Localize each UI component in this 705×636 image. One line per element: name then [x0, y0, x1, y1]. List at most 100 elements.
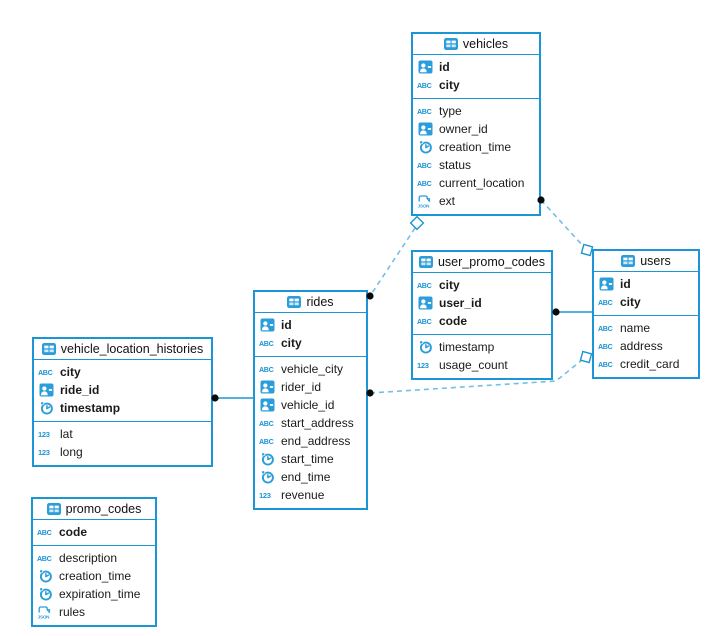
- column-row-long: long: [34, 443, 211, 461]
- column-name: revenue: [281, 488, 325, 502]
- column-name: creation_time: [439, 140, 512, 154]
- relation-dot-endpoint: [552, 308, 560, 316]
- column-name: user_id: [439, 296, 482, 310]
- number-type-icon: [417, 358, 435, 372]
- column-row-id: id: [255, 316, 366, 334]
- uuid-icon: [598, 277, 616, 291]
- string-type-icon: [417, 104, 435, 118]
- table-title: vehicle_location_histories: [60, 342, 204, 356]
- primary-key-section: id city: [255, 313, 366, 357]
- string-type-icon: [38, 365, 56, 379]
- column-name: ext: [439, 194, 456, 208]
- column-name: timestamp: [439, 340, 495, 354]
- table-header: users: [594, 251, 698, 272]
- string-type-icon: [417, 314, 435, 328]
- column-row-start_time: start_time: [255, 450, 366, 468]
- column-name: vehicle_city: [281, 362, 344, 376]
- column-name: credit_card: [620, 357, 680, 371]
- column-row-timestamp: timestamp: [413, 338, 551, 356]
- table-header: user_promo_codes: [413, 252, 551, 273]
- string-type-icon: [259, 362, 277, 376]
- uuid-icon: [417, 296, 435, 310]
- column-name: city: [281, 336, 302, 350]
- column-name: id: [620, 277, 631, 291]
- uuid-icon: [259, 398, 277, 412]
- column-row-creation_time: creation_time: [33, 567, 155, 585]
- timestamp-icon: [259, 470, 277, 484]
- table-icon: [287, 296, 301, 308]
- column-name: vehicle_id: [281, 398, 335, 412]
- column-row-creation_time: creation_time: [413, 138, 539, 156]
- column-name: rules: [59, 605, 86, 619]
- column-row-user_id: user_id: [413, 294, 551, 312]
- table-rides[interactable]: rides id city vehicle_city rider_id vehicle_i…: [253, 290, 368, 510]
- timestamp-icon: [259, 452, 277, 466]
- json-type-icon: [417, 194, 435, 208]
- column-row-name: name: [594, 319, 698, 337]
- relation-vehicles-users: [537, 196, 594, 257]
- column-name: id: [439, 60, 450, 74]
- string-type-icon: [37, 525, 55, 539]
- column-name: city: [439, 78, 460, 92]
- column-name: address: [620, 339, 663, 353]
- primary-key-section: code: [33, 520, 155, 546]
- string-type-icon: [598, 321, 616, 335]
- column-name: creation_time: [59, 569, 132, 583]
- column-row-city: city: [413, 276, 551, 294]
- column-row-ext: ext: [413, 192, 539, 210]
- column-row-city: city: [413, 76, 539, 94]
- uuid-icon: [38, 383, 56, 397]
- column-row-id: id: [594, 275, 698, 293]
- table-icon: [444, 38, 458, 50]
- string-type-icon: [598, 357, 616, 371]
- column-name: city: [620, 295, 641, 309]
- column-name: end_address: [281, 434, 351, 448]
- column-name: timestamp: [60, 401, 121, 415]
- column-row-current_location: current_location: [413, 174, 539, 192]
- uuid-icon: [417, 60, 435, 74]
- column-row-owner_id: owner_id: [413, 120, 539, 138]
- column-name: rider_id: [281, 380, 322, 394]
- timestamp-icon: [37, 587, 55, 601]
- column-row-city: city: [34, 363, 211, 381]
- number-type-icon: [259, 488, 277, 502]
- column-name: end_time: [281, 470, 331, 484]
- uuid-icon: [259, 318, 277, 332]
- column-name: expiration_time: [59, 587, 141, 601]
- string-type-icon: [417, 176, 435, 190]
- string-type-icon: [598, 295, 616, 309]
- table-title: users: [640, 254, 671, 268]
- column-row-code: code: [33, 523, 155, 541]
- table-icon: [47, 503, 61, 515]
- column-name: city: [439, 278, 460, 292]
- column-name: type: [439, 104, 462, 118]
- column-name: code: [59, 525, 88, 539]
- column-row-code: code: [413, 312, 551, 330]
- string-type-icon: [37, 551, 55, 565]
- timestamp-icon: [417, 340, 435, 354]
- column-name: owner_id: [439, 122, 488, 136]
- table-title: user_promo_codes: [437, 255, 545, 269]
- string-type-icon: [259, 434, 277, 448]
- column-row-vehicle_id: vehicle_id: [255, 396, 366, 414]
- table-icon: [621, 255, 635, 267]
- column-row-id: id: [413, 58, 539, 76]
- column-row-status: status: [413, 156, 539, 174]
- string-type-icon: [259, 416, 277, 430]
- json-type-icon: [37, 605, 55, 619]
- column-name: city: [60, 365, 81, 379]
- column-row-vehicle_city: vehicle_city: [255, 360, 366, 378]
- table-icon: [419, 256, 433, 268]
- column-row-address: address: [594, 337, 698, 355]
- table-title: rides: [306, 295, 334, 309]
- column-name: start_address: [281, 416, 354, 430]
- column-name: lat: [60, 427, 73, 441]
